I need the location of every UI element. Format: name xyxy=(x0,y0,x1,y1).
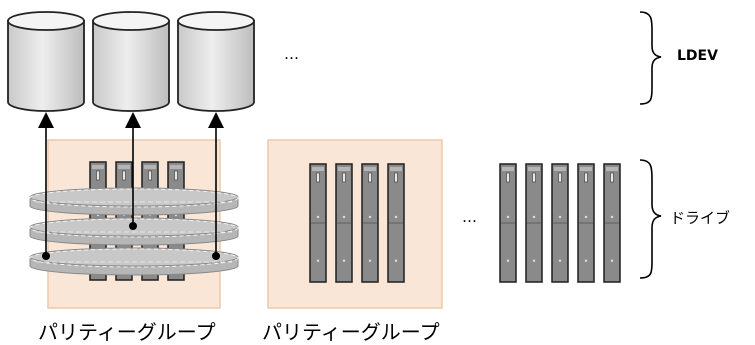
extra-drives xyxy=(499,163,621,283)
extra-drives-drive xyxy=(577,163,595,283)
parity-group-2-box xyxy=(267,139,443,309)
ldev-cylinder xyxy=(92,11,170,112)
stripe-ring xyxy=(29,217,239,246)
arrow-origin-dots xyxy=(42,222,220,260)
parity-group-1-label: パリティーグループ xyxy=(38,320,216,344)
arrows xyxy=(38,112,224,256)
parity-group-2-drive xyxy=(335,163,353,283)
ldev-cylinders xyxy=(7,11,255,112)
parity-group-2-drives xyxy=(309,163,405,283)
parity-group-2-drive xyxy=(309,163,327,283)
arrow-origin-2 xyxy=(129,222,137,230)
stripe-ring xyxy=(29,187,239,216)
extra-drives-drive xyxy=(603,163,621,283)
drive-brace xyxy=(639,159,662,279)
ldev-label: LDEV xyxy=(677,48,718,64)
parity-group-2-label: パリティーグループ xyxy=(262,320,440,344)
stripe-ring xyxy=(29,247,239,276)
extra-drives-drive xyxy=(551,163,569,283)
ldev-brace xyxy=(639,11,662,105)
stripe-group xyxy=(29,187,239,276)
ldev-cylinder xyxy=(177,11,255,112)
extra-drives-drive xyxy=(499,163,517,283)
parity-group-2-drive xyxy=(387,163,405,283)
arrow-origin-3 xyxy=(212,252,220,260)
arrow-origin-1 xyxy=(42,252,50,260)
ldev-cylinder xyxy=(7,11,85,112)
ldev-ellipsis: … xyxy=(284,45,299,63)
drive-ellipsis: … xyxy=(462,208,477,226)
drive-label: ドライブ xyxy=(670,209,731,227)
extra-drives-drive xyxy=(525,163,543,283)
parity-group-2-drive xyxy=(361,163,379,283)
